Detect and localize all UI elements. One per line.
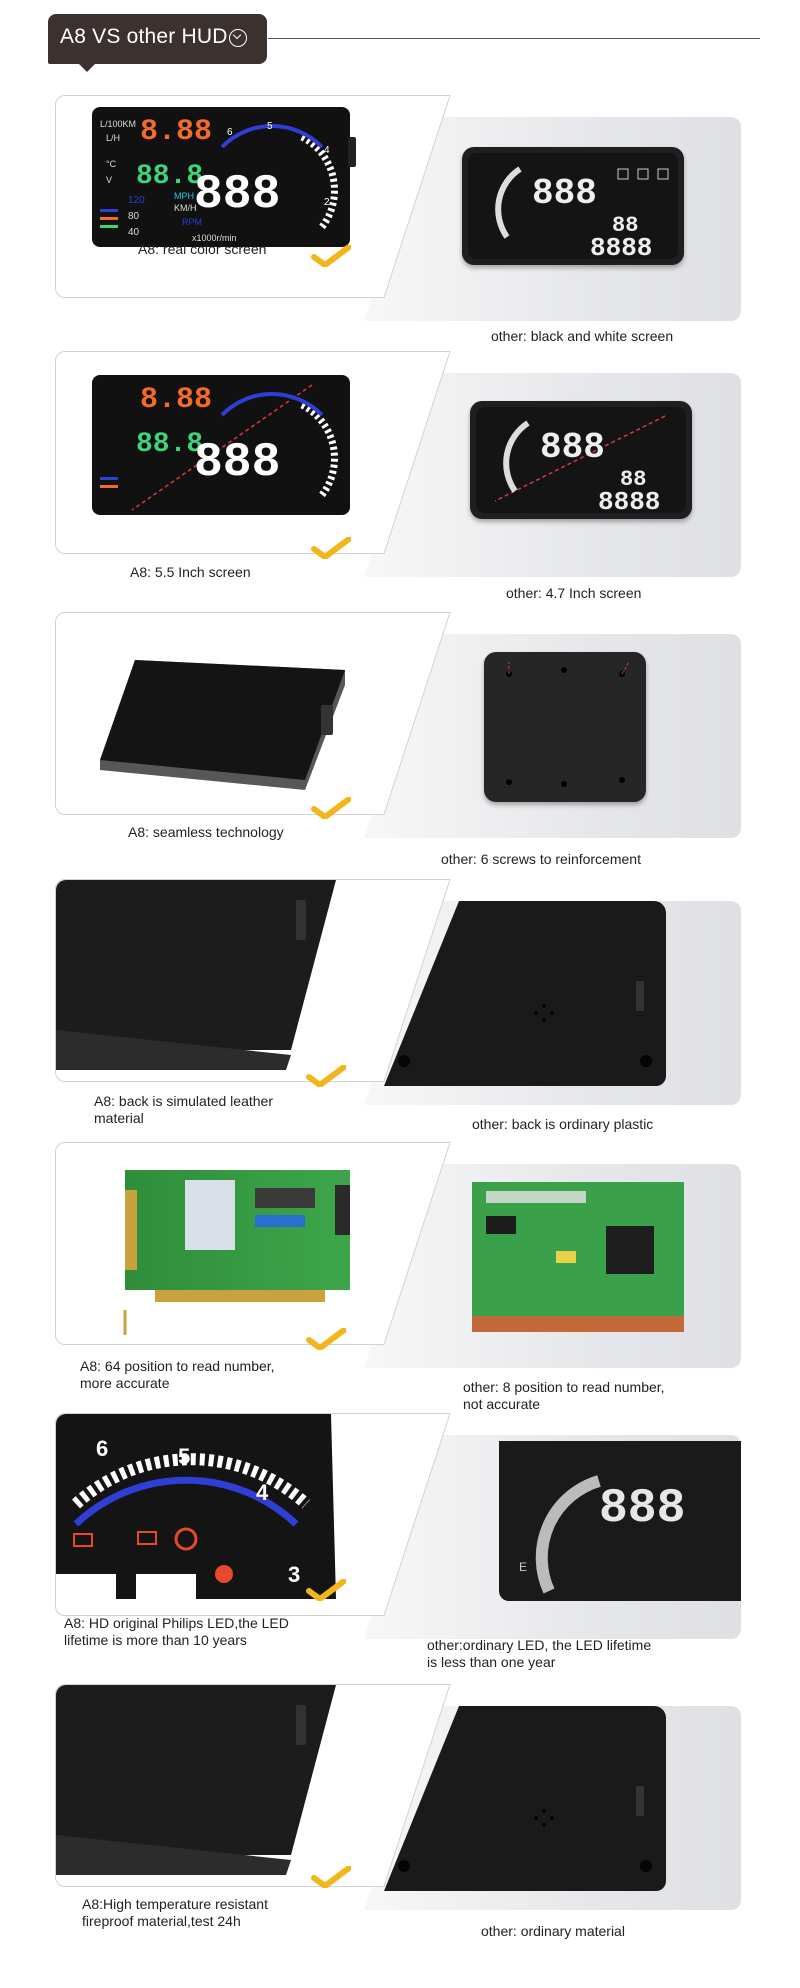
comparison-row-1: L/100KM L/H 8.88 °C V 88.8 120 80 40 888… xyxy=(0,95,800,355)
svg-text:6: 6 xyxy=(96,1436,108,1461)
comparison-row-6: 6 5 4 3 A8: HD original Philips LED,the … xyxy=(0,1413,800,1673)
page-title: A8 VS other HUD xyxy=(60,25,228,48)
svg-text:x1000r/min: x1000r/min xyxy=(192,233,237,243)
a8-caption: A8: HD original Philips LED,the LED life… xyxy=(64,1615,289,1648)
a8-hud-image: L/100KM L/H 8.88 °C V 88.8 120 80 40 888… xyxy=(92,107,356,247)
other-plastic-image xyxy=(384,901,666,1086)
a8-caption: A8:High temperature resistant fireproof … xyxy=(82,1896,268,1929)
svg-text:80: 80 xyxy=(128,211,140,222)
other-circuit-board-image xyxy=(472,1182,684,1332)
svg-text:88.8: 88.8 xyxy=(136,429,203,460)
svg-text:888: 888 xyxy=(194,168,280,222)
a8-caption: A8: real color screen xyxy=(138,241,267,257)
svg-text:8.88: 8.88 xyxy=(140,383,212,417)
other-material-image xyxy=(384,1706,666,1891)
checkmark-icon xyxy=(306,1328,346,1350)
svg-text:E: E xyxy=(519,1560,527,1574)
a8-hud-image: 8.88 88.8 888 xyxy=(92,375,350,515)
a8-fireproof-image xyxy=(56,1685,336,1875)
svg-text:8.88: 8.88 xyxy=(140,115,212,149)
a8-caption: A8: back is simulated leather material xyxy=(94,1093,273,1126)
a8-leather-image xyxy=(56,880,336,1070)
svg-text:40: 40 xyxy=(128,227,140,238)
svg-text:888: 888 xyxy=(532,173,597,214)
svg-text:6: 6 xyxy=(227,127,233,138)
svg-text:L/H: L/H xyxy=(106,133,120,143)
svg-text:88: 88 xyxy=(620,467,646,492)
comparison-row-5: A8: 64 position to read number, more acc… xyxy=(0,1142,800,1412)
other-caption: other: 4.7 Inch screen xyxy=(506,585,642,601)
other-hud-image: 888 88 8888 xyxy=(462,147,684,265)
other-back-image xyxy=(484,652,646,802)
svg-text:888: 888 xyxy=(540,427,605,468)
a8-caption: A8: 64 position to read number, more acc… xyxy=(80,1358,275,1391)
other-caption: other:ordinary LED, the LED lifetime is … xyxy=(427,1637,652,1670)
other-caption: other: back is ordinary plastic xyxy=(472,1116,654,1132)
a8-led-gauge-image: 6 5 4 3 xyxy=(56,1414,336,1599)
checkmark-icon xyxy=(306,1579,346,1601)
comparison-row-7: A8:High temperature resistant fireproof … xyxy=(0,1684,800,1944)
svg-text:5: 5 xyxy=(178,1444,190,1469)
other-caption: other: 8 position to read number, not ac… xyxy=(463,1379,665,1412)
other-led-gauge-image: 888 E xyxy=(499,1441,741,1601)
a8-caption: A8: seamless technology xyxy=(128,824,284,840)
checkmark-icon xyxy=(311,537,351,559)
svg-text:5: 5 xyxy=(267,121,273,132)
svg-text:4: 4 xyxy=(324,145,330,156)
a8-back-image xyxy=(100,660,345,790)
svg-text:8888: 8888 xyxy=(590,233,652,263)
svg-text:L/100KM: L/100KM xyxy=(100,119,136,129)
comparison-row-2: 8.88 88.8 888 A8: 5.5 Inch screen 888 88… xyxy=(0,351,800,611)
svg-text:2: 2 xyxy=(324,197,330,208)
comparison-row-3: A8: seamless technology other: 6 screws … xyxy=(0,612,800,872)
svg-text:V: V xyxy=(106,175,112,185)
header-notch xyxy=(78,63,96,72)
checkmark-icon xyxy=(311,1866,351,1888)
header-divider xyxy=(268,38,760,39)
a8-caption: A8: 5.5 Inch screen xyxy=(130,564,251,580)
a8-circuit-board-image xyxy=(123,1170,350,1335)
svg-text:88: 88 xyxy=(612,213,638,238)
checkmark-icon xyxy=(311,245,351,267)
svg-text:888: 888 xyxy=(194,436,280,490)
svg-text:RPM: RPM xyxy=(182,217,202,227)
other-caption: other: ordinary material xyxy=(481,1923,625,1939)
comparison-row-4: A8: back is simulated leather material o… xyxy=(0,879,800,1139)
svg-text:°C: °C xyxy=(106,159,117,169)
svg-text:8888: 8888 xyxy=(598,487,660,517)
other-caption: other: black and white screen xyxy=(491,328,674,344)
svg-text:KM/H: KM/H xyxy=(174,203,197,213)
svg-text:MPH: MPH xyxy=(174,191,194,201)
svg-text:120: 120 xyxy=(128,195,145,206)
chevron-down-icon[interactable] xyxy=(229,29,247,47)
checkmark-icon xyxy=(306,1065,346,1087)
svg-text:4: 4 xyxy=(256,1480,269,1505)
svg-text:3: 3 xyxy=(288,1562,300,1587)
svg-text:88.8: 88.8 xyxy=(136,161,203,192)
checkmark-icon xyxy=(311,797,351,819)
svg-text:888: 888 xyxy=(599,1482,685,1536)
other-hud-image: 888 88 8888 xyxy=(470,401,692,519)
other-caption: other: 6 screws to reinforcement xyxy=(441,851,641,867)
